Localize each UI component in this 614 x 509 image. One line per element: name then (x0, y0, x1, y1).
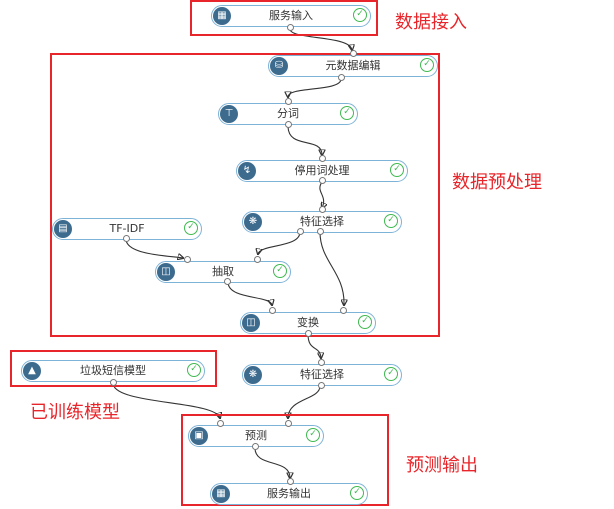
wire (307, 333, 321, 358)
output-port[interactable] (287, 24, 294, 31)
node-service-input[interactable]: ▦ 服务输入 ✓ (211, 5, 371, 27)
output-port[interactable] (252, 443, 259, 450)
annotation-data-ingest: 数据接入 (395, 12, 467, 33)
chart-icon: ▤ (54, 220, 72, 238)
input-port[interactable] (340, 307, 347, 314)
trained-model-box (10, 350, 217, 387)
split-icon: ⊤ (220, 105, 238, 123)
node-label: 分词 (277, 107, 299, 120)
output-port[interactable] (318, 382, 325, 389)
output-port[interactable] (224, 278, 231, 285)
node-label: 垃圾短信模型 (80, 364, 146, 377)
gear-icon: ❋ (244, 213, 262, 231)
check-circle-icon: ✓ (350, 486, 364, 500)
annotation-predict-output: 预测输出 (406, 455, 478, 476)
check-circle-icon: ✓ (340, 106, 354, 120)
check-circle-icon: ✓ (390, 163, 404, 177)
check-circle-icon: ✓ (420, 58, 434, 72)
check-circle-icon: ✓ (384, 214, 398, 228)
node-label: 服务输出 (267, 487, 311, 500)
output-port[interactable] (319, 177, 326, 184)
node-label: 抽取 (212, 265, 234, 278)
wire (125, 238, 183, 258)
input-port[interactable] (319, 206, 326, 213)
check-circle-icon: ✓ (384, 367, 398, 381)
check-circle-icon: ✓ (187, 363, 201, 377)
input-port[interactable] (285, 420, 292, 427)
columns-icon: ◫ (157, 263, 175, 281)
annotation-preprocess: 数据预处理 (452, 172, 542, 193)
output-port[interactable] (305, 330, 312, 337)
filter-icon: ↯ (238, 162, 256, 180)
input-port[interactable] (319, 155, 326, 162)
node-service-output[interactable]: ▦ 服务输出 ✓ (210, 483, 368, 505)
input-port[interactable] (285, 98, 292, 105)
output-port[interactable] (110, 379, 117, 386)
node-label: 特征选择 (300, 215, 344, 228)
node-metadata-edit[interactable]: ⛁ 元数据编辑 ✓ (268, 55, 438, 77)
node-label: 元数据编辑 (325, 59, 381, 72)
output-port[interactable] (123, 235, 130, 242)
node-label: TF-IDF (109, 222, 145, 235)
output-port[interactable] (285, 121, 292, 128)
wire (258, 231, 301, 254)
node-predict[interactable]: ▣ 预测 ✓ (188, 425, 324, 447)
check-circle-icon: ✓ (273, 264, 287, 278)
flask-icon: ▲ (23, 362, 41, 380)
input-port[interactable] (287, 478, 294, 485)
check-circle-icon: ✓ (353, 8, 367, 22)
output-port[interactable] (297, 228, 304, 235)
output-port[interactable] (317, 228, 324, 235)
wire (319, 181, 324, 208)
annotation-trained-model: 已训练模型 (30, 402, 120, 423)
input-port[interactable] (254, 256, 261, 263)
table-icon: ▦ (212, 485, 230, 503)
input-port[interactable] (269, 307, 276, 314)
input-port[interactable] (318, 359, 325, 366)
check-circle-icon: ✓ (306, 428, 320, 442)
wire (287, 125, 322, 155)
input-port[interactable] (184, 256, 191, 263)
wire (289, 28, 352, 50)
columns-icon: ◫ (242, 314, 260, 332)
wire (288, 78, 342, 97)
wire (112, 382, 220, 418)
node-spam-model[interactable]: ▲ 垃圾短信模型 ✓ (21, 360, 205, 382)
output-port[interactable] (338, 74, 345, 81)
check-circle-icon: ✓ (358, 315, 372, 329)
node-label: 变换 (297, 316, 319, 329)
node-extract[interactable]: ◫ 抽取 ✓ (155, 261, 291, 283)
preprocess-box (50, 53, 440, 337)
gear-icon: ❋ (244, 366, 262, 384)
node-label: 停用词处理 (294, 164, 350, 177)
image-icon: ▣ (190, 427, 208, 445)
wire (254, 447, 290, 478)
data-ingest-box (190, 0, 378, 36)
predict-output-box (181, 414, 389, 506)
check-circle-icon: ✓ (184, 221, 198, 235)
wire (319, 231, 344, 305)
input-port[interactable] (350, 50, 357, 57)
node-label: 特征选择 (300, 368, 344, 381)
table-icon: ▦ (213, 7, 231, 25)
node-stopword[interactable]: ↯ 停用词处理 ✓ (236, 160, 408, 182)
wire (288, 385, 321, 418)
node-label: 预测 (245, 429, 267, 442)
wire (227, 281, 272, 305)
node-label: 服务输入 (269, 9, 313, 22)
input-port[interactable] (217, 420, 224, 427)
database-icon: ⛁ (270, 57, 288, 75)
